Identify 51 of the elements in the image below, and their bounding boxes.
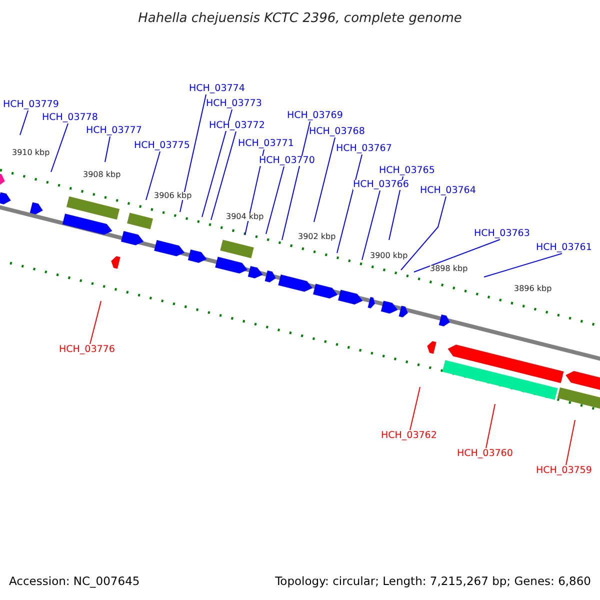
leader-line	[484, 253, 562, 278]
leader-line	[50, 123, 68, 172]
gene-label: HCH_03773	[206, 99, 262, 108]
leader-line	[90, 300, 102, 344]
leader-line	[314, 137, 336, 222]
leader-line	[180, 94, 206, 212]
footer-text: Accession: NC_007645	[9, 576, 140, 588]
gene-label: HCH_03770	[259, 156, 315, 166]
gene-label: HCH_03774	[189, 84, 245, 94]
position-label: 3896 kbp	[514, 285, 552, 293]
leader-line	[146, 151, 160, 200]
position-label: 3902 kbp	[298, 233, 336, 241]
leader-line	[104, 136, 110, 162]
gene-label: HCH_03777	[86, 126, 142, 136]
gene-label: HCH_03775	[134, 141, 190, 150]
gene-label: HCH_03769	[287, 111, 343, 120]
gene-label: HCH_03762	[381, 431, 437, 440]
leader-line	[20, 110, 28, 136]
gene-label: HCH_03761	[536, 243, 592, 252]
gene-label: HCH_03767	[336, 144, 392, 154]
gene-label: HCH_03768	[309, 127, 365, 136]
footer-text: Topology: circular; Length: 7,215,267 bp; Genes: 6,860	[275, 576, 591, 588]
position-label: 3906 kbp	[154, 192, 192, 200]
leader-line	[400, 196, 446, 270]
leader-line	[486, 404, 496, 448]
position-label: 3900 kbp	[370, 252, 408, 260]
position-label: 3898 kbp	[430, 265, 468, 273]
position-label: 3908 kbp	[83, 171, 121, 179]
gene-label: HCH_03772	[209, 121, 265, 130]
leader-line	[336, 154, 362, 254]
gene-label: HCH_03779	[3, 100, 59, 110]
position-label: 3904 kbp	[226, 213, 264, 221]
gene-label: HCH_03765	[379, 166, 435, 176]
title: Hahella chejuensis KCTC 2396, complete genome	[137, 12, 463, 25]
leader-line	[266, 166, 284, 234]
leader-line	[282, 121, 310, 240]
leader-line	[566, 420, 576, 466]
gene-label: HCH_03778	[42, 113, 98, 122]
leader-line	[362, 190, 380, 260]
leader-line	[202, 109, 232, 218]
gene-label: HCH_03760	[457, 449, 513, 458]
position-label: 3910 kbp	[12, 149, 50, 157]
gene-label: HCH_03759	[536, 466, 592, 476]
leader-line	[210, 131, 236, 220]
gene-label: HCH_03766	[353, 180, 409, 190]
leader-line	[410, 386, 420, 430]
gene-label: HCH_03776	[59, 345, 115, 354]
gene-label: HCH_03764	[420, 186, 476, 196]
gene-label: HCH_03771	[238, 139, 294, 148]
gene-label: HCH_03763	[474, 229, 530, 238]
leader-line	[414, 239, 500, 272]
